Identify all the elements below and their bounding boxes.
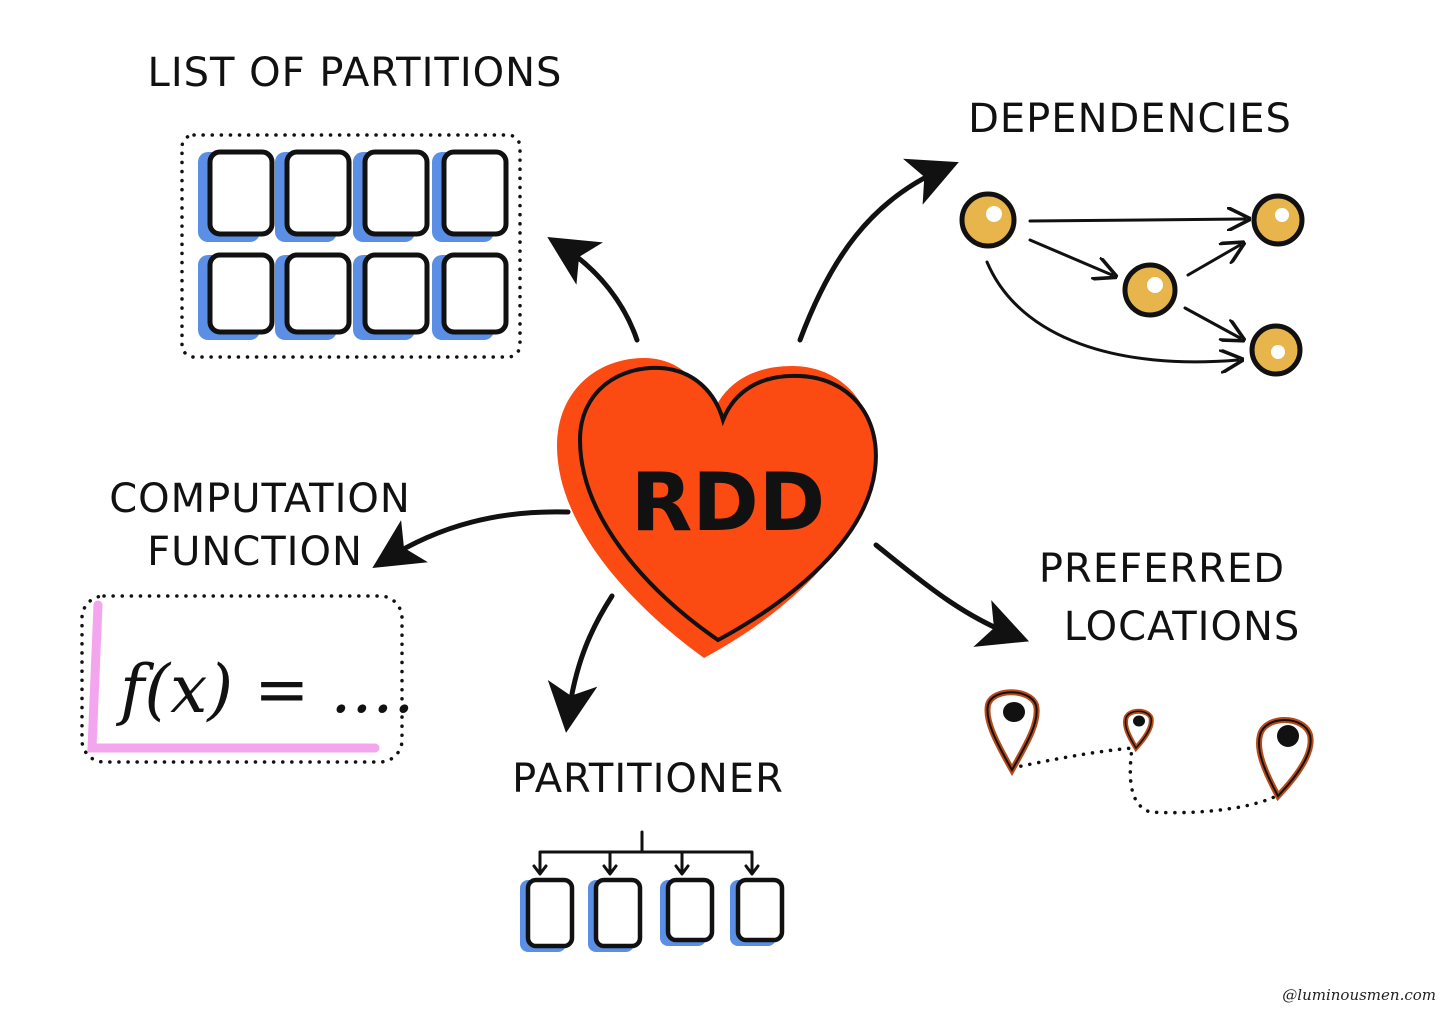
dependency-edge — [1183, 306, 1240, 338]
locations-title-line2: LOCATIONS — [1064, 604, 1301, 650]
dependency-edge — [1028, 219, 1245, 221]
partition-cell — [362, 149, 430, 237]
partition-cell — [284, 149, 352, 237]
computation-section: COMPUTATION FUNCTION f(x) = .... — [80, 476, 414, 764]
locations-title-line1: PREFERRED — [1039, 546, 1285, 592]
partitions-title: LIST OF PARTITIONS — [148, 50, 563, 96]
arrow-to-dependencies — [797, 158, 959, 343]
arrow-to-computation — [372, 509, 571, 569]
partitions-frame — [180, 133, 522, 359]
dependency-node — [1122, 262, 1178, 318]
partitioner-arrow — [532, 864, 760, 876]
partitions-section: LIST OF PARTITIONS — [148, 50, 563, 359]
partition-cell — [441, 252, 509, 335]
partition-cell — [207, 252, 275, 335]
arrow-to-partitions — [547, 237, 640, 343]
partitioner-cell — [525, 877, 575, 949]
location-pin-icon — [1256, 717, 1314, 802]
dependency-node — [1249, 323, 1303, 377]
partition-cell — [362, 252, 430, 335]
partitioner-cells — [520, 877, 785, 952]
dependency-node — [1251, 193, 1305, 247]
heart-body — [577, 365, 878, 643]
location-pin-icon — [1123, 708, 1154, 753]
credit-text: @luminousmen.com — [1282, 986, 1436, 1004]
dependency-edge — [1186, 245, 1240, 277]
locations-section: PREFERRED LOCATIONS — [984, 546, 1314, 815]
formula-text: f(x) = .... — [115, 651, 414, 728]
dependency-edge — [985, 260, 1238, 362]
partition-cell — [207, 149, 275, 237]
route-path — [1010, 746, 1280, 815]
dependencies-title: DEPENDENCIES — [968, 96, 1292, 142]
dependencies-section: DEPENDENCIES — [959, 96, 1305, 377]
partitioner-title: PARTITIONER — [512, 756, 784, 802]
location-pin-icon — [984, 689, 1040, 777]
partition-cell — [284, 252, 352, 335]
partitioner-cell — [593, 877, 643, 949]
computation-title-line1: COMPUTATION — [109, 476, 411, 522]
formula-accent — [87, 600, 380, 753]
rdd-heart: RDD — [557, 358, 878, 658]
rdd-label: RDD — [631, 456, 825, 549]
arrow-to-partitioner — [547, 593, 615, 733]
partition-cell — [441, 149, 509, 237]
formula-frame — [80, 594, 404, 764]
partitioner-section: PARTITIONER — [512, 756, 785, 952]
partitioner-cell — [735, 877, 785, 943]
partitions-grid — [198, 149, 509, 340]
partitioner-cell — [665, 877, 715, 943]
dependency-edge — [1028, 238, 1112, 275]
computation-title-line2: FUNCTION — [147, 529, 363, 575]
dependency-node — [959, 191, 1017, 249]
partitioner-tree — [538, 830, 754, 874]
arrow-to-locations — [873, 542, 1030, 647]
